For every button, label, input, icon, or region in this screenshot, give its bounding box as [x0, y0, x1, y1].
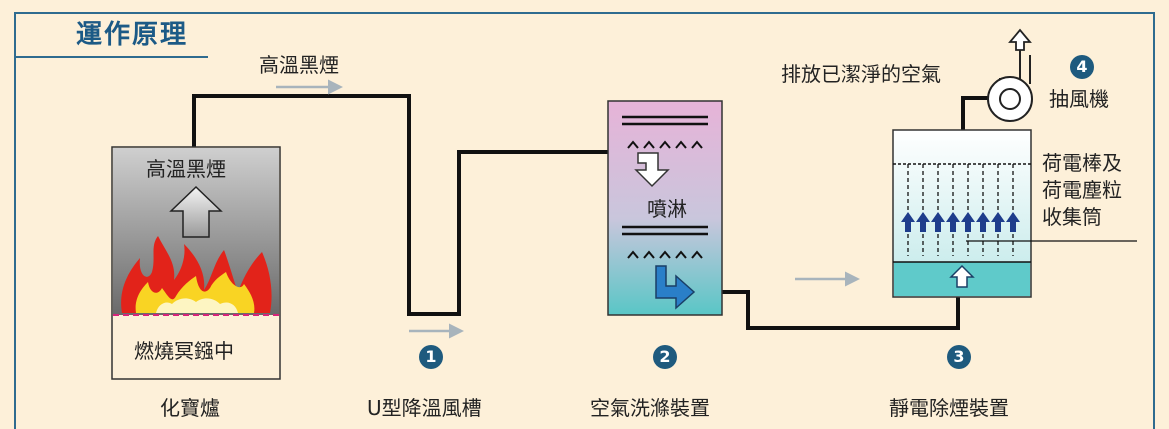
spray-nozzle — [659, 250, 671, 259]
spray-nozzle — [659, 140, 671, 149]
spray-nozzle — [675, 250, 687, 259]
exhaust-label: 排放已潔淨的空氣 — [781, 62, 941, 86]
pipe-network — [192, 94, 1000, 330]
step2-name: 空氣洗滌裝置 — [590, 396, 710, 420]
step-badge-2: 2 — [653, 345, 677, 369]
furnace-burning-label: 燃燒冥鏹中 — [134, 339, 234, 363]
pipe-furnace-to-u — [192, 94, 611, 316]
step4-name: 抽風機 — [1049, 87, 1109, 111]
smoke-label: 高溫黑煙 — [259, 53, 339, 77]
particle-up-arrow — [976, 212, 990, 232]
step1-name: U型降溫風槽 — [367, 396, 482, 420]
exhaust-fan — [987, 28, 1033, 122]
turn-down-arrow-grey — [634, 152, 670, 188]
charged-particle-arrows — [901, 212, 1020, 232]
spray-nozzle — [627, 250, 639, 259]
spray-nozzle — [691, 250, 703, 259]
particle-up-arrow — [961, 212, 975, 232]
esp-label-line3: 收集筒 — [1042, 205, 1102, 229]
title-underline — [14, 56, 208, 58]
step-badge-1: 1 — [419, 345, 443, 369]
hot-air-up-arrow — [169, 185, 223, 238]
particle-up-arrow — [991, 212, 1005, 232]
spray-nozzle — [643, 250, 655, 259]
diagram-frame — [14, 12, 1155, 429]
furnace-smoke-label: 高溫黑煙 — [146, 157, 226, 181]
furnace-name: 化寶爐 — [160, 396, 220, 420]
esp-inlet-up-arrow — [949, 264, 975, 288]
furnace — [111, 146, 281, 380]
electrostatic-precipitator — [892, 129, 1137, 298]
step-badge-3: 3 — [947, 345, 971, 369]
particle-up-arrow — [916, 212, 930, 232]
step-badge-4: 4 — [1070, 55, 1094, 79]
particle-up-arrow — [1006, 212, 1020, 232]
spray-nozzle — [627, 140, 639, 149]
pipe-scrubber-to-esp — [722, 290, 960, 330]
step3-name: 靜電除煙裝置 — [889, 396, 1009, 420]
scrubber — [607, 100, 723, 316]
exhaust-up-arrow — [1008, 28, 1032, 51]
particle-up-arrow — [931, 212, 945, 232]
spray-nozzle — [691, 140, 703, 149]
spray-nozzles — [627, 140, 703, 259]
scrubber-spray-label: 噴淋 — [647, 197, 687, 221]
page-title: 運作原理 — [76, 20, 189, 50]
esp-label-line1: 荷電棒及 — [1042, 151, 1122, 175]
turn-right-arrow-blue — [655, 265, 696, 310]
particle-up-arrow — [946, 212, 960, 232]
spray-nozzle — [675, 140, 687, 149]
particle-up-arrow — [901, 212, 915, 232]
esp-label-line2: 荷電塵粒 — [1042, 178, 1122, 202]
spray-nozzle — [643, 140, 655, 149]
